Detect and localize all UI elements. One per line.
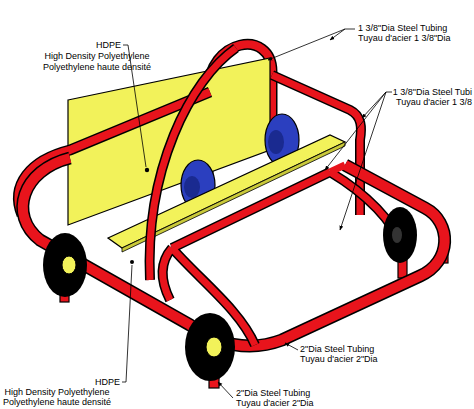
- callout-label: HDPE: [95, 377, 120, 387]
- car-illustration: [19, 44, 448, 388]
- callout-label: 2"Dia Steel Tubing: [236, 388, 310, 398]
- callout-label: 2"Dia Steel Tubing: [300, 344, 374, 354]
- callout-label: 1 3/8"Dia Steel Tubi: [393, 87, 472, 97]
- callout-label: High Density Polyethylene: [44, 51, 149, 61]
- callout-label: 1 3/8"Dia Steel Tubing: [358, 23, 447, 33]
- callout-label: Tuyau d'acier 2"Dia: [300, 354, 378, 364]
- leader-lines: [122, 29, 392, 398]
- callout-label: Polyethylene haute densité: [3, 397, 111, 407]
- callout-label: Tuyau d'acier 2"Dia: [236, 398, 314, 408]
- callout-label: Tuyau d'acier 1 3/8: [396, 97, 472, 107]
- callout-label: High Density Polyethylene: [4, 387, 109, 397]
- callout-label: Tuyau d'acier 1 3/8"Dia: [358, 33, 451, 43]
- callout-label: HDPE: [96, 40, 121, 50]
- callout-label: Polyethylene haute densité: [43, 62, 151, 72]
